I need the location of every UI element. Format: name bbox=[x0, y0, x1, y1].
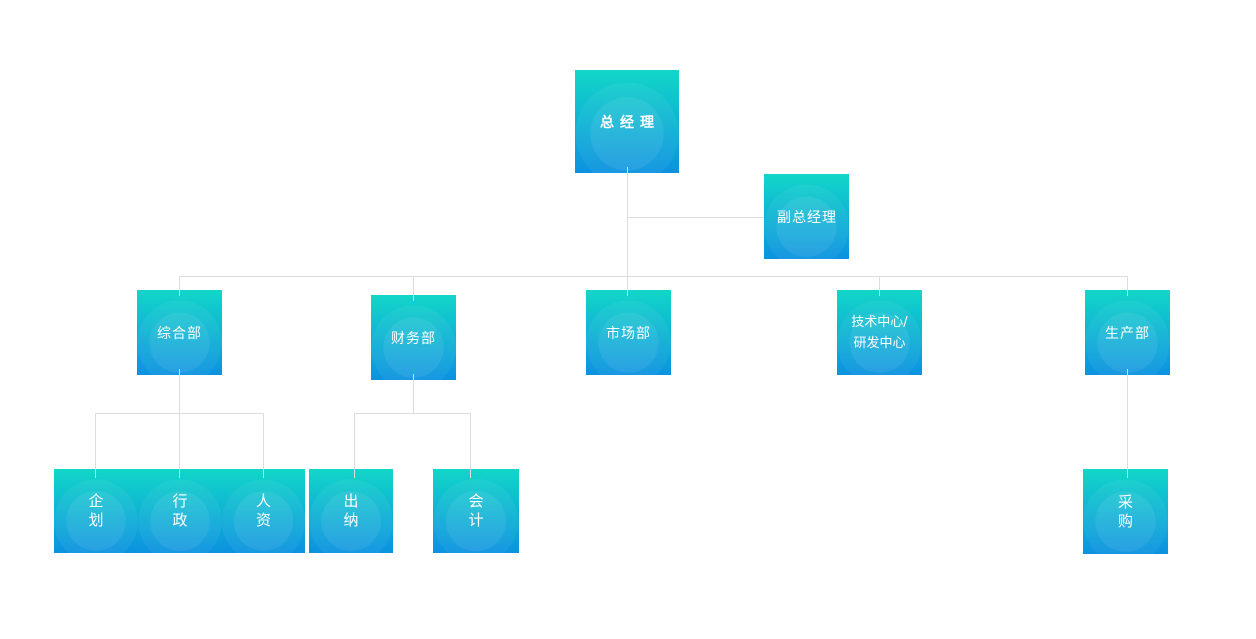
node-marketing-dept: 市场部 bbox=[586, 290, 671, 375]
node-accounting: 会计 bbox=[433, 469, 519, 553]
node-planning-label: 企划 bbox=[88, 492, 104, 529]
node-marketing-dept-label: 市场部 bbox=[606, 325, 651, 342]
node-production-dept-label: 生产部 bbox=[1105, 325, 1150, 342]
node-general-dept: 综合部 bbox=[137, 290, 222, 375]
node-cashier-label: 出纳 bbox=[343, 492, 359, 529]
node-admin: 行政 bbox=[138, 469, 222, 553]
node-hr: 人资 bbox=[222, 469, 305, 553]
node-tech-center-line1: 技术中心/ bbox=[851, 314, 908, 330]
node-general-dept-label: 综合部 bbox=[157, 325, 202, 342]
node-planning: 企划 bbox=[54, 469, 138, 553]
node-hr-label: 人资 bbox=[255, 492, 271, 529]
node-production-dept: 生产部 bbox=[1085, 290, 1170, 375]
node-general-manager-label: 总经理 bbox=[600, 114, 660, 131]
node-deputy-general-manager: 副总经理 bbox=[764, 174, 849, 259]
node-admin-label: 行政 bbox=[172, 492, 188, 529]
node-tech-rnd-center-label: 技术中心/ 研发中心 bbox=[851, 312, 907, 354]
node-deputy-general-manager-label: 副总经理 bbox=[777, 209, 837, 226]
node-cashier: 出纳 bbox=[309, 469, 393, 553]
node-finance-dept-label: 财务部 bbox=[391, 330, 436, 347]
node-procurement: 采购 bbox=[1083, 469, 1168, 554]
node-tech-center-line2: 研发中心 bbox=[853, 335, 906, 351]
node-procurement-label: 采购 bbox=[1117, 492, 1133, 530]
node-tech-rnd-center: 技术中心/ 研发中心 bbox=[837, 290, 922, 375]
node-finance-dept: 财务部 bbox=[371, 295, 456, 380]
node-accounting-label: 会计 bbox=[468, 492, 484, 529]
node-general-manager: 总经理 bbox=[575, 70, 679, 173]
